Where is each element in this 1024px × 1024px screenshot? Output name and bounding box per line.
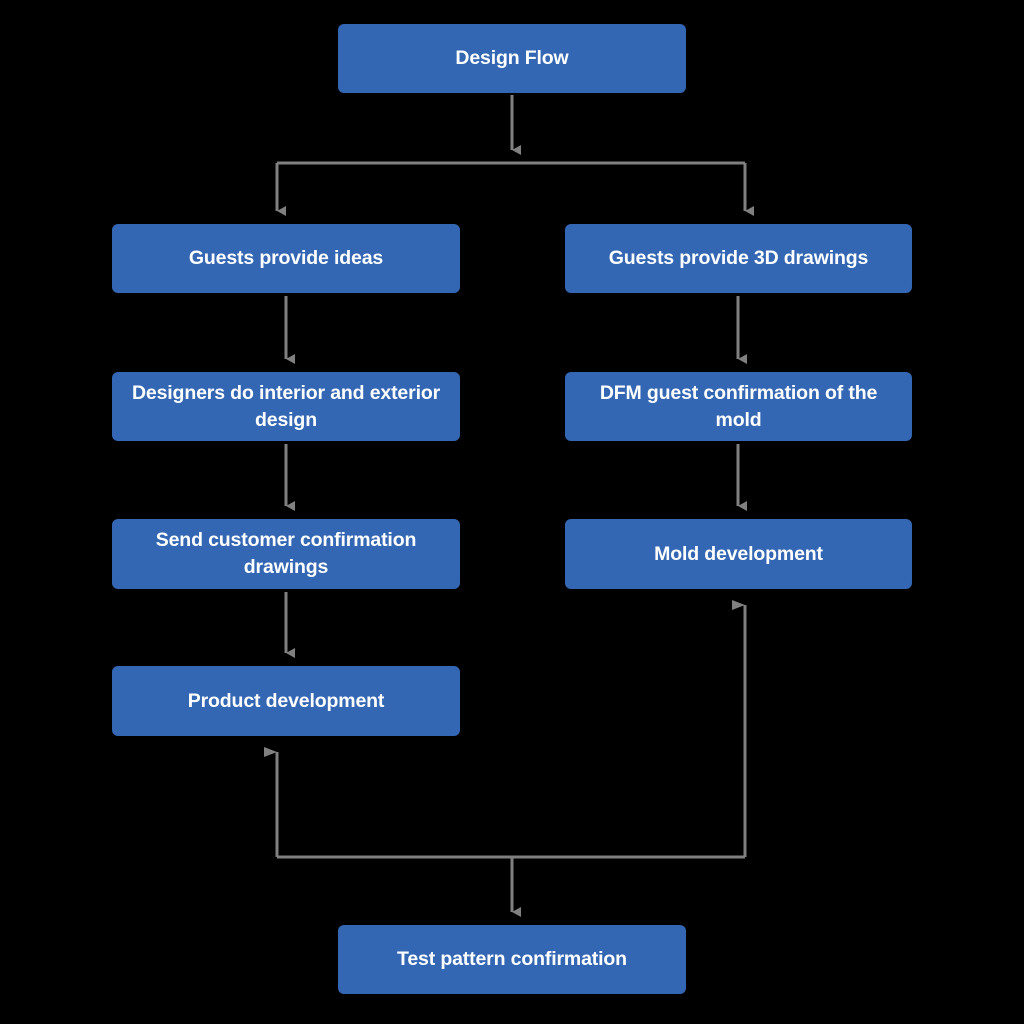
node-label: DFM guest confirmation of the mold (599, 381, 878, 431)
node-label: Product development (187, 689, 385, 712)
node-label: Design Flow (455, 47, 569, 70)
node-label: Mold development (654, 542, 823, 565)
node-label: Test pattern confirmation (397, 948, 627, 971)
node-dfm-guest-confirmation-of-the-mold[interactable]: DFM guest confirmation of the mold (565, 372, 912, 441)
node-label: Guests provide 3D drawings (608, 247, 869, 270)
node-product-development[interactable]: Product development (112, 666, 460, 736)
node-guests-provide-ideas[interactable]: Guests provide ideas (112, 224, 460, 293)
node-label: Send customer confirmation drawings (155, 529, 417, 578)
node-test-pattern-confirmation[interactable]: Test pattern confirmation (338, 925, 686, 994)
node-send-customer-confirmation-drawings[interactable]: Send customer confirmation drawings (112, 519, 460, 589)
node-label: Designers do interior and exterior desig… (131, 381, 441, 431)
node-mold-development[interactable]: Mold development (565, 519, 912, 589)
node-label: Guests provide ideas (188, 247, 384, 270)
node-designers-interior-exterior-design[interactable]: Designers do interior and exterior desig… (112, 372, 460, 441)
node-design-flow[interactable]: Design Flow (338, 24, 686, 93)
node-guests-provide-3d-drawings[interactable]: Guests provide 3D drawings (565, 224, 912, 293)
